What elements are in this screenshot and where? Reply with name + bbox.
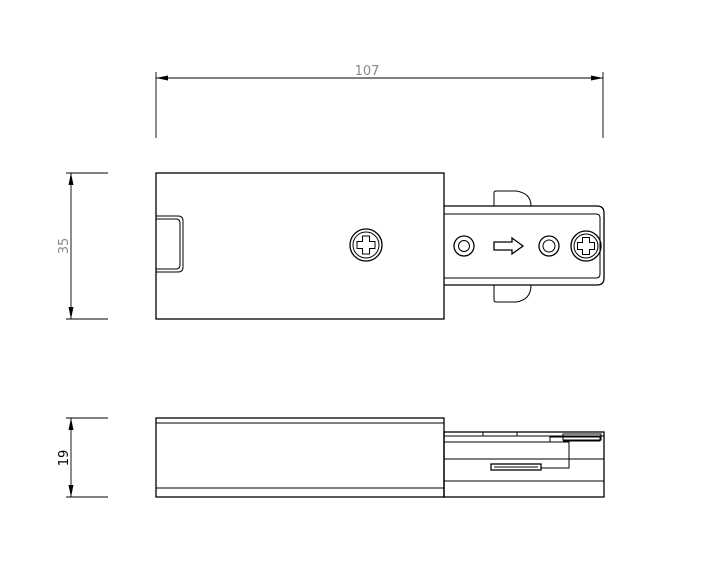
dimension-label-length: 107 <box>355 64 380 79</box>
side-view-adaptor <box>443 431 605 498</box>
top-view-main-body <box>155 172 445 320</box>
phillips-screw-icon <box>349 228 383 262</box>
side-view-main-body <box>155 417 445 498</box>
side-view-contact-strip <box>490 463 542 471</box>
arrowhead-down <box>68 485 74 497</box>
top-view-tab-upper <box>493 190 532 207</box>
arrowhead-down <box>68 307 74 319</box>
dimension-label-top-height: 35 <box>57 238 72 255</box>
top-view-latch-inner <box>156 218 181 270</box>
side-view-clip-plate <box>562 433 602 441</box>
dimension-overall-length: 107 <box>155 64 604 138</box>
arrowhead-left <box>156 75 168 81</box>
top-view-adaptor-tongue <box>444 205 605 286</box>
dimension-side-height: 19 <box>57 417 108 498</box>
phillips-screw-icon <box>570 230 602 262</box>
arrowhead-up <box>68 418 74 430</box>
arrowhead-up <box>68 173 74 185</box>
terminal-hole-icon <box>538 235 560 257</box>
arrow-right-icon <box>493 236 525 256</box>
dimension-top-height: 35 <box>57 172 108 320</box>
top-view-adaptor-inner <box>444 213 601 279</box>
dimension-label-side-height: 19 <box>57 450 72 467</box>
top-view-tab-lower <box>493 284 532 303</box>
top-view-latch-outer <box>156 215 184 273</box>
side-view-spring-clip <box>541 436 601 469</box>
arrowhead-right <box>591 75 603 81</box>
side-view <box>155 417 605 498</box>
terminal-hole-icon <box>453 235 475 257</box>
top-view <box>155 172 605 320</box>
